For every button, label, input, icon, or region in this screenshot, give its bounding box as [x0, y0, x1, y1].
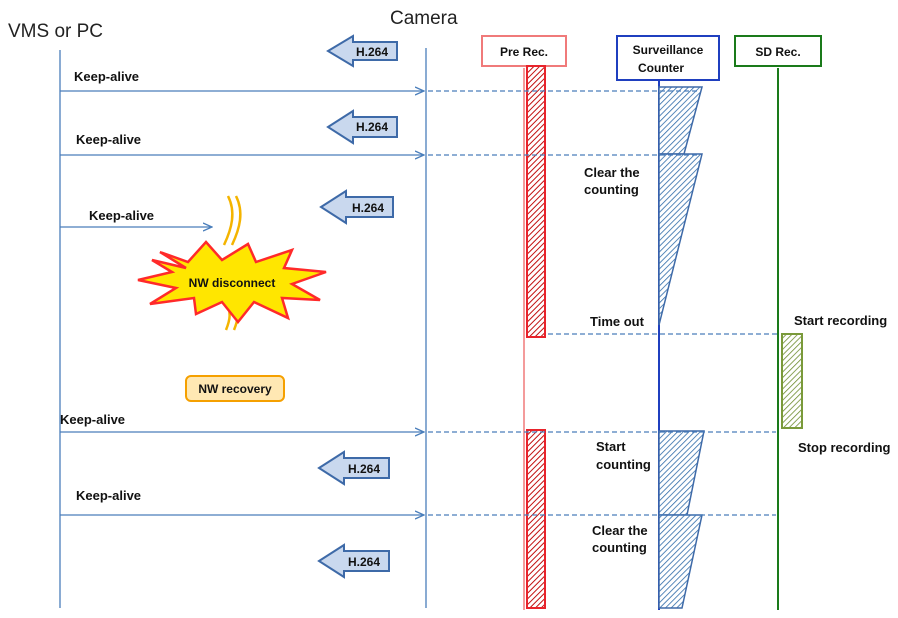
clear-counting-note-2a: Clear the	[592, 523, 648, 538]
clear-counting-note-2b: counting	[592, 540, 647, 555]
sd-rec-label: SD Rec.	[755, 45, 800, 59]
counter-wedge-2	[658, 153, 703, 326]
keep-alive-message-1: Keep-alive	[60, 69, 424, 91]
keep-alive-message-2: Keep-alive	[60, 132, 424, 155]
pre-rec-buffer-bar-1	[526, 65, 546, 338]
time-out-note: Time out	[590, 314, 645, 329]
h264-stream-arrow-3: H.264	[319, 189, 394, 225]
nw-disconnect-label: NW disconnect	[189, 276, 276, 290]
nw-disconnect-burst: NW disconnect	[137, 240, 327, 325]
pre-rec-label: Pre Rec.	[500, 45, 548, 59]
stop-recording-note: Stop recording	[798, 440, 891, 455]
keep-alive-label-1: Keep-alive	[74, 69, 139, 84]
h264-stream-arrow-2: H.264	[326, 109, 398, 145]
nw-recovery-label: NW recovery	[198, 382, 272, 396]
sd-recording-bar	[781, 333, 803, 429]
keep-alive-label-2: Keep-alive	[76, 132, 141, 147]
h264-stream-arrow-4: H.264	[317, 450, 390, 486]
clear-counting-note-1a: Clear the	[584, 165, 640, 180]
pre-rec-box: Pre Rec.	[481, 35, 567, 67]
keep-alive-message-5: Keep-alive	[60, 488, 424, 515]
h264-label-3: H.264	[352, 201, 384, 215]
vms-title: VMS or PC	[8, 21, 103, 42]
counter-wedge-1	[658, 86, 703, 155]
surveillance-counter-box: Surveillance Counter	[616, 35, 720, 81]
counter-wedge-4	[658, 514, 703, 609]
nw-recovery-badge: NW recovery	[185, 375, 285, 402]
start-counting-note-b: counting	[596, 457, 651, 472]
keep-alive-label-4: Keep-alive	[60, 412, 125, 427]
counter-wedge-3	[658, 430, 705, 516]
keep-alive-message-4: Keep-alive	[60, 412, 424, 432]
start-recording-note: Start recording	[794, 313, 887, 328]
start-counting-note-a: Start	[596, 439, 626, 454]
keep-alive-label-5: Keep-alive	[76, 488, 141, 503]
h264-label-1: H.264	[356, 45, 388, 59]
h264-stream-arrow-5: H.264	[317, 543, 390, 579]
pre-rec-buffer-bar-2	[526, 429, 546, 609]
h264-label-2: H.264	[356, 120, 388, 134]
sd-rec-box: SD Rec.	[734, 35, 822, 67]
surveillance-label-2: Counter	[638, 61, 684, 75]
h264-label-4: H.264	[348, 462, 380, 476]
keep-alive-message-3: Keep-alive	[60, 208, 212, 227]
camera-title: Camera	[390, 8, 458, 29]
surveillance-label-1: Surveillance	[633, 43, 704, 57]
h264-label-5: H.264	[348, 555, 380, 569]
h264-stream-arrow-1: H.264	[326, 34, 398, 68]
clear-counting-note-1b: counting	[584, 182, 639, 197]
keep-alive-label-3: Keep-alive	[89, 208, 154, 223]
